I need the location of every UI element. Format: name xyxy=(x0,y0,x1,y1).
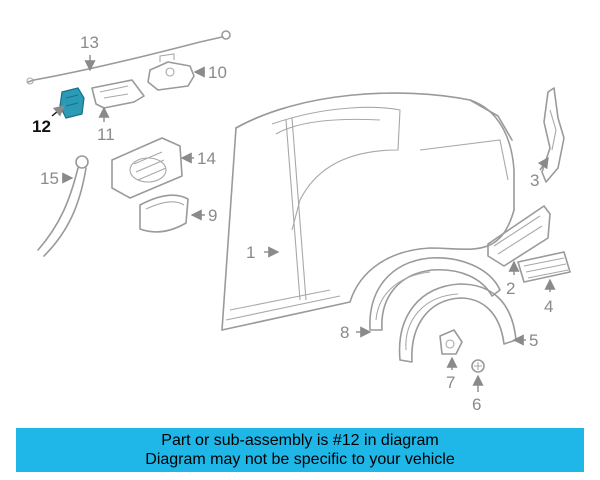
highlighted-part-12 xyxy=(59,87,85,119)
lock-actuator xyxy=(147,53,195,91)
banner-line-2: Diagram may not be specific to your vehi… xyxy=(145,451,455,468)
callout-6: 6 xyxy=(472,395,481,414)
banner-line-1: Part or sub-assembly is #12 in diagram xyxy=(161,432,439,449)
inner-panel xyxy=(487,205,551,267)
info-banner: Part or sub-assembly is #12 in diagram D… xyxy=(16,428,584,472)
callout-15: 15 xyxy=(40,169,59,188)
fuel-door xyxy=(139,194,189,233)
release-cable xyxy=(26,30,231,85)
callout-3: 3 xyxy=(530,171,539,190)
parts-diagram: 13 10 11 12 14 9 15 xyxy=(26,30,571,414)
wheel-arch-liner xyxy=(369,257,501,331)
clip xyxy=(439,329,463,355)
leader-3 xyxy=(537,156,549,171)
callout-13: 13 xyxy=(80,33,99,52)
callout-11: 11 xyxy=(97,125,115,144)
leader-12 xyxy=(51,105,66,117)
callout-2: 2 xyxy=(506,279,515,298)
pillar-bracket xyxy=(541,87,565,183)
callout-14: 14 xyxy=(197,149,216,168)
fuel-door-housing xyxy=(111,137,183,199)
callout-5: 5 xyxy=(529,331,538,350)
vent-grille xyxy=(517,251,571,283)
callout-12: 12 xyxy=(32,117,51,136)
quarter-panel xyxy=(221,92,515,331)
screw xyxy=(471,359,485,373)
filler-hose xyxy=(37,155,89,257)
callout-4: 4 xyxy=(544,297,553,316)
bracket xyxy=(91,79,145,109)
callout-10: 10 xyxy=(208,63,227,82)
callout-9: 9 xyxy=(208,206,217,225)
callout-1: 1 xyxy=(246,243,255,262)
callout-7: 7 xyxy=(446,373,455,392)
callout-8: 8 xyxy=(340,323,349,342)
